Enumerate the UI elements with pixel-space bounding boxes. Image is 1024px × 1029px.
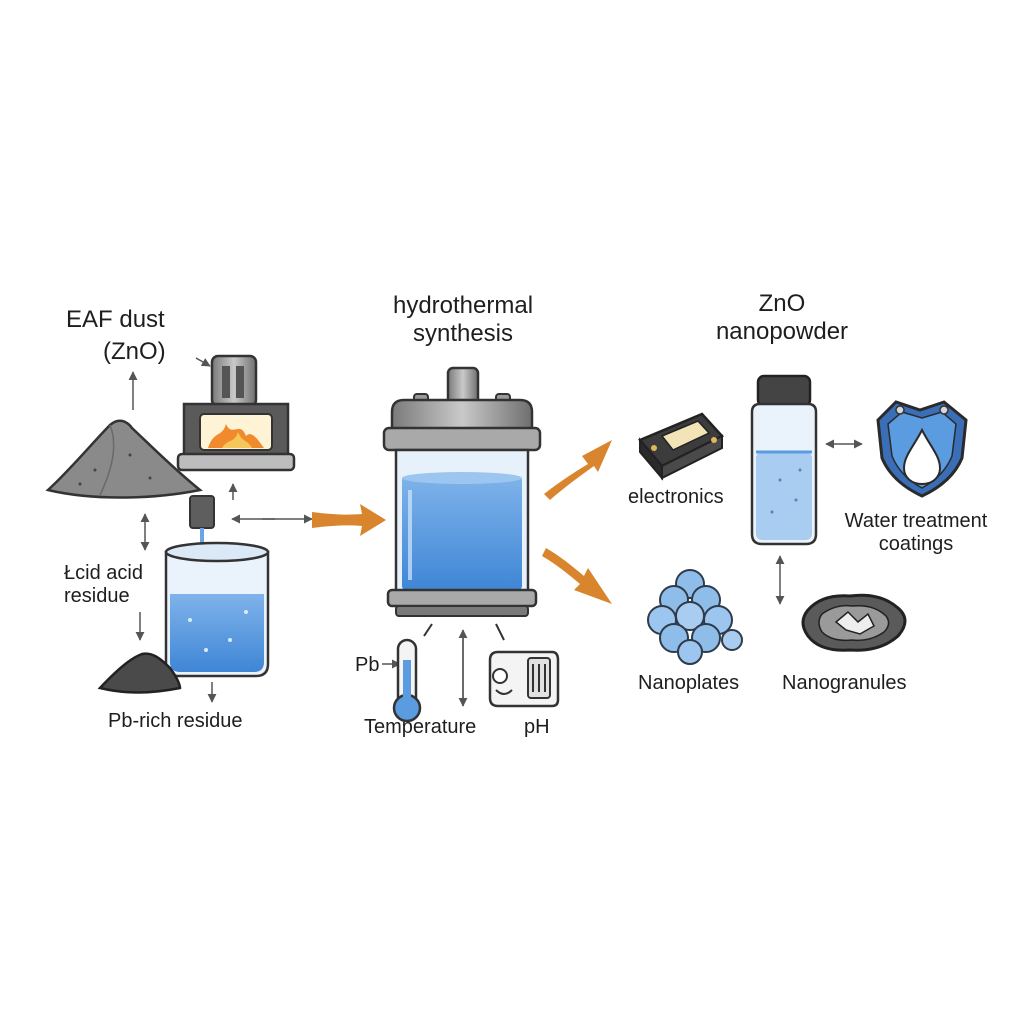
- nanoplates-cluster-icon: [647, 569, 743, 665]
- temperature-label: Temperature: [364, 716, 477, 738]
- pb-rich-residue-label: Pb-rich residue: [108, 710, 243, 732]
- right-connector-arrows: [775, 439, 863, 605]
- flow-arrow-to-electronics: [544, 440, 612, 500]
- nanogranules-label: Nanogranules: [782, 672, 907, 694]
- thermometer-icon: [392, 638, 422, 723]
- pb-label: Pb: [355, 654, 380, 676]
- beaker-icon: [164, 495, 270, 678]
- furnace-icon: [176, 354, 296, 472]
- nanogranule-icon: [801, 593, 907, 652]
- zno-formula-label: (ZnO): [103, 338, 166, 365]
- acid-residue-label: Łcid acid residue: [64, 562, 143, 607]
- autoclave-reactor-icon: [382, 366, 542, 617]
- vial-icon: [750, 374, 818, 546]
- zno-nanopowder-title: ZnO nanopowder: [715, 290, 849, 345]
- flow-arrow-to-nanoplates: [542, 548, 612, 604]
- ph-meter-icon: [488, 650, 560, 708]
- ph-label: pH: [524, 716, 550, 738]
- water-treatment-coatings-label: Water treatment coatings: [844, 510, 988, 555]
- left-connector-arrows: [128, 357, 313, 703]
- eaf-dust-label: EAF dust: [66, 306, 165, 333]
- nanoplates-label: Nanoplates: [638, 672, 740, 694]
- reactor-parameter-lines: [382, 623, 505, 707]
- hydrothermal-synthesis-title: hydrothermal synthesis: [392, 292, 534, 347]
- residue-pile-icon: [97, 652, 182, 694]
- electronics-chip-icon: [637, 412, 725, 481]
- water-shield-icon: [876, 400, 968, 498]
- dust-pile-icon: [45, 419, 203, 499]
- electronics-label: electronics: [628, 486, 724, 508]
- flow-arrow-to-reactor: [312, 504, 386, 536]
